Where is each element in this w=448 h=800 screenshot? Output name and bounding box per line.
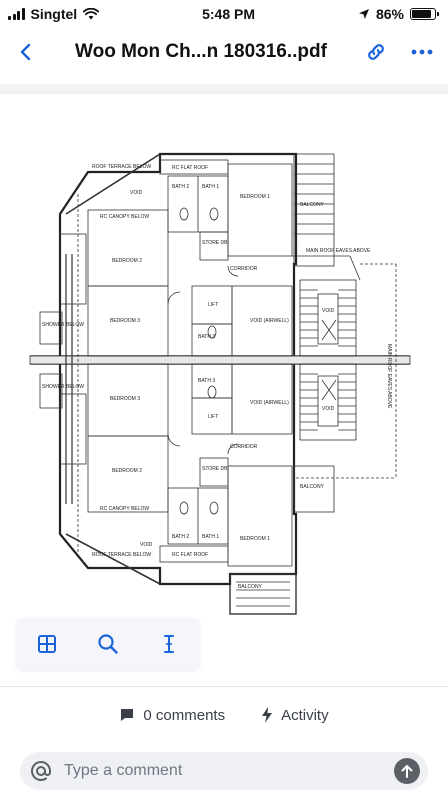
plan-label: VOID xyxy=(322,406,335,412)
link-icon xyxy=(368,44,384,60)
status-right: 86% xyxy=(358,6,439,22)
signal-icon xyxy=(8,8,25,20)
plan-label: VOID xyxy=(130,190,143,196)
plan-label: STORE DB xyxy=(202,466,228,472)
grid-icon xyxy=(37,635,56,653)
plan-label: SHOWER BELOW xyxy=(42,322,84,328)
comments-count: 0 comments xyxy=(143,706,226,724)
search-button[interactable] xyxy=(88,624,128,664)
plan-label: BEDROOM 2 xyxy=(112,468,142,474)
plan-label: VOID xyxy=(322,308,335,314)
plan-label: MAIN ROOF EAVES ABOVE xyxy=(386,344,392,409)
send-button[interactable] xyxy=(394,758,420,784)
at-icon xyxy=(31,761,51,781)
battery-icon xyxy=(410,8,439,20)
send-arrow-icon xyxy=(401,765,413,778)
clock: 5:48 PM xyxy=(202,6,256,22)
plan-label: RC CANOPY BELOW xyxy=(100,506,149,512)
plan-label: LIFT xyxy=(208,302,218,308)
plan-label: ROOF TERRACE BELOW xyxy=(92,552,151,558)
plan-label: VOID (AIRWELL) xyxy=(250,400,289,406)
text-cursor-icon xyxy=(164,635,175,653)
activity-link[interactable]: Activity xyxy=(261,707,329,724)
carrier-name: Singtel xyxy=(30,6,78,22)
comment-icon xyxy=(121,709,134,721)
plan-label: RC FLAT ROOF xyxy=(172,165,208,171)
plan-label: BEDROOM 1 xyxy=(240,194,270,200)
plan-label: BATH 1 xyxy=(202,184,219,190)
plan-label: BEDROOM 3 xyxy=(110,396,140,402)
location-arrow-icon xyxy=(358,9,369,19)
back-button[interactable] xyxy=(12,38,40,66)
thumbnails-button[interactable] xyxy=(27,624,67,664)
comment-bar xyxy=(20,752,428,790)
status-left: Singtel xyxy=(8,6,100,22)
status-bar: Singtel 5:48 PM 86% xyxy=(0,0,448,28)
plan-label: BATH 3 xyxy=(198,334,215,340)
search-icon xyxy=(98,634,118,654)
plan-label: BATH 2 xyxy=(172,534,189,540)
plan-label: VOID xyxy=(140,542,153,548)
plan-label: LIFT xyxy=(208,414,218,420)
battery-percent: 86% xyxy=(375,6,404,22)
plan-label: BEDROOM 2 xyxy=(112,258,142,264)
divider xyxy=(0,686,448,687)
more-icon xyxy=(411,49,433,55)
document-viewer[interactable]: ROOF TERRACE BELOW RC FLAT ROOF BATH 2 B… xyxy=(0,84,448,680)
plan-label: BALCONY xyxy=(300,484,325,490)
plan-label: ROOF TERRACE BELOW xyxy=(92,164,151,170)
plan-label: BEDROOM 1 xyxy=(240,536,270,542)
more-options-button[interactable] xyxy=(408,38,436,66)
plan-label: VOID (AIRWELL) xyxy=(250,318,289,324)
lightning-icon xyxy=(262,707,273,723)
document-title: Woo Mon Ch...n 180316..pdf xyxy=(75,41,327,62)
comment-input[interactable] xyxy=(54,762,394,780)
mention-button[interactable] xyxy=(28,758,54,784)
activity-label: Activity xyxy=(281,706,329,724)
plan-label: BATH 1 xyxy=(202,534,219,540)
plan-label: BEDROOM 3 xyxy=(110,318,140,324)
plan-label: SHOWER BELOW xyxy=(42,384,84,390)
plan-label: RC CANOPY BELOW xyxy=(100,214,149,220)
wifi-icon xyxy=(83,8,100,20)
plan-label: BALCONY xyxy=(300,202,325,208)
plan-label: BATH 2 xyxy=(172,184,189,190)
meta-row: 0 comments Activity xyxy=(0,700,448,730)
comments-link[interactable]: 0 comments xyxy=(119,707,225,724)
document-toolbar xyxy=(16,618,200,670)
plan-label: BATH 3 xyxy=(198,378,215,384)
plan-label: MAIN ROOF EAVES ABOVE xyxy=(306,248,371,254)
floor-plan-drawing: ROOF TERRACE BELOW RC FLAT ROOF BATH 2 B… xyxy=(29,152,411,615)
battery-fill xyxy=(412,10,431,18)
text-select-button[interactable] xyxy=(149,624,189,664)
plan-label: BALCONY xyxy=(238,584,263,590)
pdf-page: ROOF TERRACE BELOW RC FLAT ROOF BATH 2 B… xyxy=(0,94,448,680)
chevron-left-icon xyxy=(20,43,31,61)
nav-actions xyxy=(362,38,436,66)
plan-label: STORE DB xyxy=(202,240,228,246)
plan-label: CORRIDOR xyxy=(230,266,258,272)
nav-bar: Woo Mon Ch...n 180316..pdf xyxy=(0,28,448,76)
plan-label: CORRIDOR xyxy=(230,444,258,450)
plan-label: RC FLAT ROOF xyxy=(172,552,208,558)
copy-link-button[interactable] xyxy=(362,38,390,66)
